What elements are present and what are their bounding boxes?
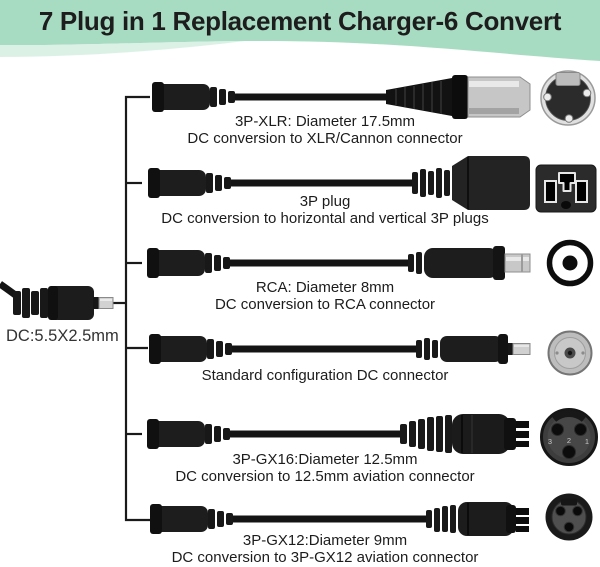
adapter-label-line2: DC conversion to XLR/Cannon connector xyxy=(187,129,463,147)
adapter-label-line2: DC conversion to 3P-GX12 aviation connec… xyxy=(171,548,479,566)
3p-socket-face-icon xyxy=(535,164,597,213)
adapter-label-xlr: 3P-XLR: Diameter 17.5mm DC conversion to… xyxy=(135,113,515,147)
adapter-cable-gx16 xyxy=(147,414,529,454)
gx12-face-icon xyxy=(545,493,593,541)
banner-wave-light-shape xyxy=(0,41,245,57)
adapter-label-line1: RCA: Diameter 8mm xyxy=(255,279,395,296)
adapter-label-line2: DC conversion to horizontal and vertical… xyxy=(161,209,489,227)
gx16-face-icon: 3 2 1 xyxy=(540,408,598,466)
adapter-label-line1: 3P-XLR: Diameter 17.5mm xyxy=(234,113,416,130)
page-title: 7 Plug in 1 Replacement Charger-6 Conver… xyxy=(38,6,562,36)
adapter-cable-gx12 xyxy=(150,502,529,536)
banner-wave xyxy=(0,0,600,61)
adapter-label-line1: 3P-GX16:Diameter 12.5mm xyxy=(232,451,418,468)
adapter-cable-3p-plug xyxy=(148,156,530,210)
source-plug-label: DC:5.5X2.5mm xyxy=(6,327,119,345)
dc-male-plug-photo xyxy=(0,281,114,320)
adapter-label-line1: Standard configuration DC connector xyxy=(201,367,449,384)
adapter-label-gx12: 3P-GX12:Diameter 9mm DC conversion to 3P… xyxy=(135,532,515,566)
adapter-label-gx16: 3P-GX16:Diameter 12.5mm DC conversion to… xyxy=(135,451,515,485)
gx16-pin-label-1: 1 xyxy=(585,437,589,446)
adapter-label-line1: 3P-GX12:Diameter 9mm xyxy=(242,532,408,549)
adapter-label-3p-plug: 3P plug DC conversion to horizontal and … xyxy=(135,193,515,227)
xlr-face-icon xyxy=(540,70,596,126)
adapter-label-rca: RCA: Diameter 8mm DC conversion to RCA c… xyxy=(135,279,515,313)
rca-face-icon xyxy=(546,239,594,287)
banner-wave-shape xyxy=(0,0,600,61)
adapter-cable-rca xyxy=(147,246,531,280)
dc-barrel-face-icon xyxy=(547,330,593,376)
bracket-lines xyxy=(112,95,152,522)
adapter-label-dc: Standard configuration DC connector xyxy=(135,367,515,385)
adapter-label-line2: DC conversion to 12.5mm aviation connect… xyxy=(175,467,475,485)
adapter-label-line1: 3P plug xyxy=(299,193,351,210)
adapter-label-line2: DC conversion to RCA connector xyxy=(214,295,436,313)
gx16-pin-label-3: 3 xyxy=(548,437,552,446)
gx16-pin-label-2: 2 xyxy=(567,436,571,445)
adapter-cable-xlr xyxy=(152,75,531,119)
adapter-cable-dc xyxy=(149,334,531,364)
